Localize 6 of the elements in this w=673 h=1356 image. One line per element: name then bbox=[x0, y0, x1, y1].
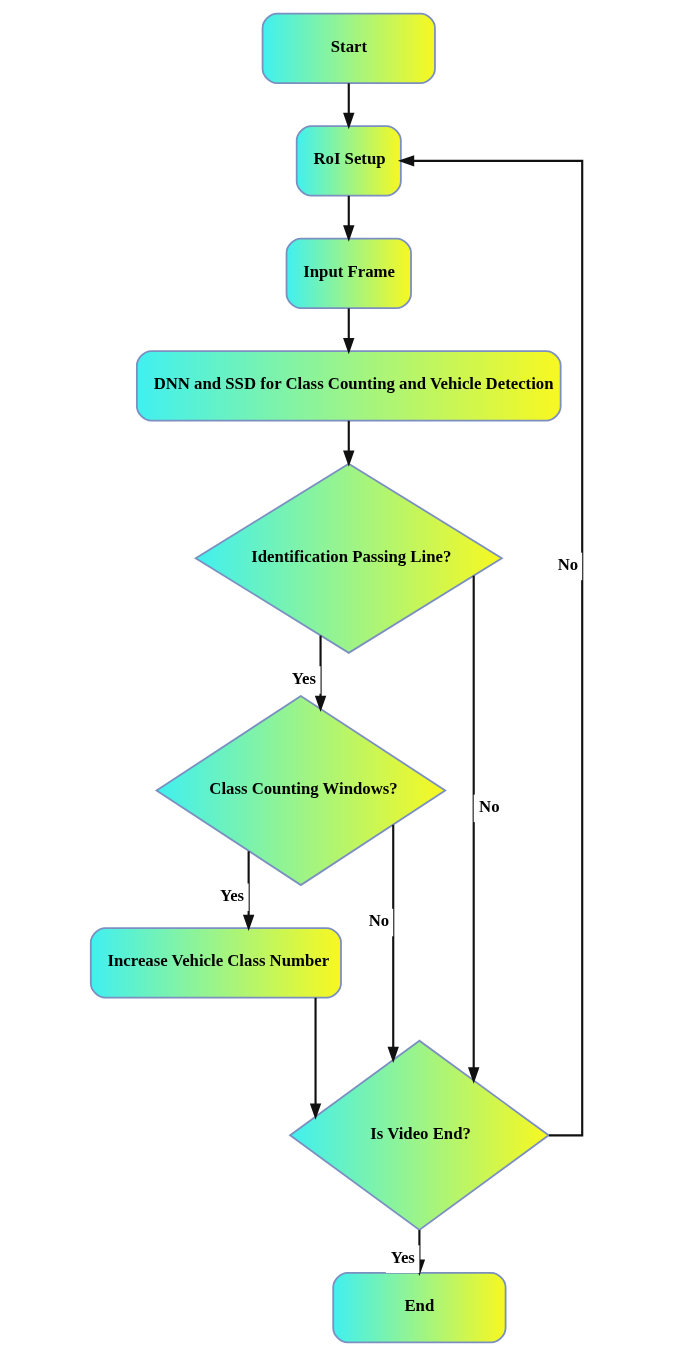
edge-label: No bbox=[479, 797, 500, 817]
edge-label: Yes bbox=[219, 886, 245, 906]
edge-label: Yes bbox=[390, 1247, 415, 1267]
edge-label: No bbox=[557, 555, 579, 575]
edge-label: Yes bbox=[291, 668, 317, 688]
edge-label: No bbox=[368, 911, 390, 931]
